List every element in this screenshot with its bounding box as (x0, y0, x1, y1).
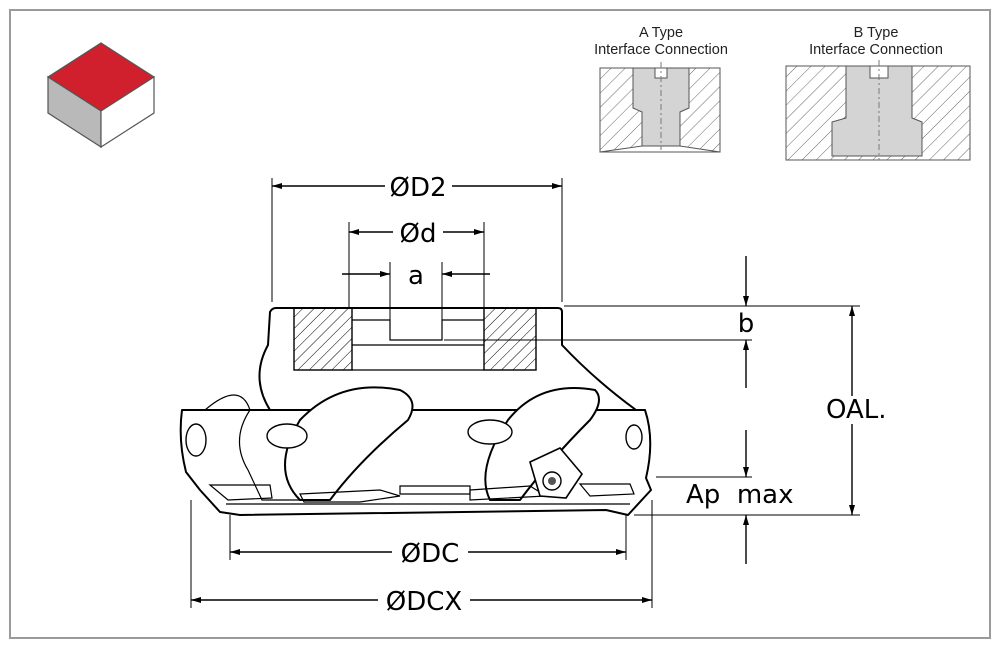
a-type-subtitle: Interface Connection (594, 42, 728, 58)
dim-b-label: b (738, 309, 755, 339)
b-type-title: B Type (854, 25, 899, 41)
b-type-subtitle: Interface Connection (809, 42, 943, 58)
outer-frame (9, 9, 991, 639)
dim-oal-label: OAL. (826, 395, 887, 425)
dim-dc-label: ØDC (401, 539, 460, 569)
dim-dcx-label: ØDCX (386, 587, 462, 617)
b-type-interface: B Type Interface Connection (785, 25, 971, 161)
dim-ap-max-label: Ap max (686, 480, 793, 510)
dim-d2-label: ØD2 (389, 173, 446, 203)
dimension-lines (191, 183, 855, 603)
cutter-body (179, 307, 652, 516)
dim-d-label: Ød (400, 219, 437, 249)
dim-a-label: a (408, 261, 424, 291)
a-type-interface: A Type Interface Connection (594, 25, 728, 153)
a-type-title: A Type (639, 25, 683, 41)
tool-category-cube-icon (46, 42, 156, 149)
